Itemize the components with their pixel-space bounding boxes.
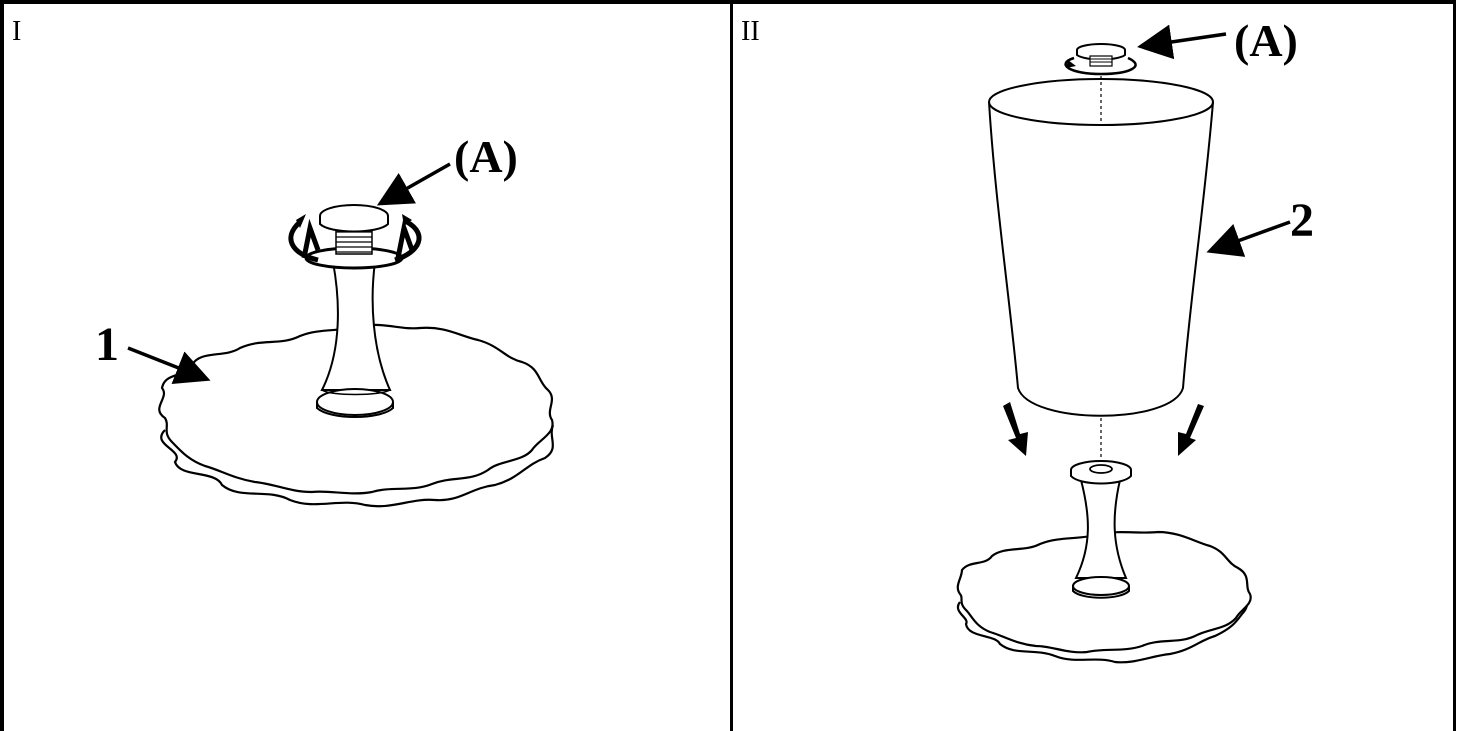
pointer-arrow-icon	[127, 162, 451, 384]
step-number-1: I	[12, 16, 22, 47]
rotation-arrow-icon	[288, 214, 422, 263]
down-arrow-icon	[1003, 402, 1204, 456]
pointer-arrow-icon	[1137, 24, 1291, 257]
shade-2	[988, 76, 1214, 462]
step-panel-1: I	[0, 0, 733, 731]
base-plate-2	[956, 460, 1252, 664]
callout-hardware-a-2: (A)	[1234, 15, 1298, 66]
base-plate-1	[158, 246, 555, 508]
step-number-2: II	[741, 16, 760, 47]
hardware-a-1	[319, 204, 389, 255]
callout-part-2: 2	[1290, 194, 1314, 247]
callout-hardware-a-1: (A)	[454, 131, 518, 182]
step-panel-2: II	[733, 0, 1456, 731]
callout-part-1: 1	[95, 318, 119, 371]
hardware-a-2	[1064, 43, 1137, 76]
